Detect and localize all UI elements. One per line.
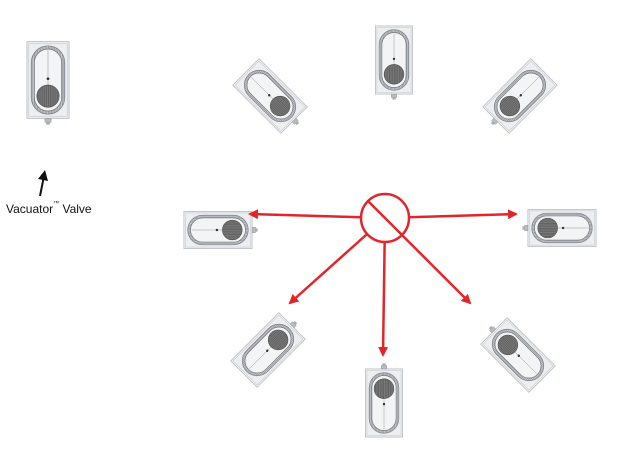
- valve-suffix: Valve: [59, 202, 92, 216]
- arrow-to-down: [378, 241, 389, 357]
- vacuator-bag-up-icon: [374, 25, 414, 100]
- vacuator-bag-right-icon: [522, 208, 597, 248]
- arrow-to-down-left: [288, 233, 368, 305]
- vacuator-bag-up-right-icon: [478, 58, 558, 138]
- arrow-to-right: [408, 209, 518, 220]
- prohibited-arrows: [248, 209, 518, 357]
- vacuator-bag-left-icon: [183, 210, 258, 250]
- label-pointer-arrow-icon: [38, 170, 48, 197]
- arrow-to-left: [248, 209, 362, 220]
- no-symbol-icon: [359, 192, 411, 244]
- vacuator-bag-down-icon: [364, 363, 404, 438]
- vacuator-bag-down-left-icon: [230, 308, 310, 388]
- vacuator-valve-label: Vacuator™ Valve: [6, 201, 92, 216]
- arrow-to-down-right: [401, 234, 472, 305]
- valve-name: Vacuator: [6, 202, 54, 216]
- vacuator-bag-down-right-icon: [476, 313, 556, 393]
- vacuator-bag-upright-icon: [26, 41, 70, 126]
- vacuator-bag-up-left-icon: [232, 58, 312, 138]
- trademark-symbol: ™: [53, 201, 60, 207]
